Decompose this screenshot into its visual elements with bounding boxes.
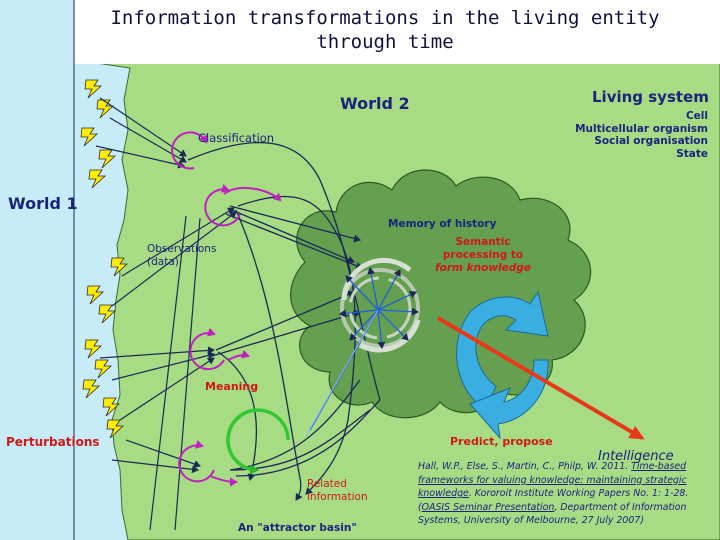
world2-label: World 2 <box>340 94 410 113</box>
page-title: Information transformations in the livin… <box>90 6 680 54</box>
classification-label: Classification <box>198 131 275 145</box>
reference-link-seminar[interactable]: OASIS Seminar Presentation <box>421 501 555 513</box>
semantic-line-3: form knowledge <box>435 262 531 274</box>
world1-label: World 1 <box>8 194 78 213</box>
semantic-line-2: processing to <box>442 249 524 261</box>
level-cell: Cell <box>685 110 708 122</box>
level-social: Social organisation <box>594 135 708 147</box>
observations-line-2: (data) <box>147 256 179 268</box>
reference-part-1: Hall, W.P., Else, S., Martin, C., Philp,… <box>418 461 632 472</box>
attractor-loop <box>226 408 290 475</box>
reference-citation: Hall, W.P., Else, S., Martin, C., Philp,… <box>418 460 718 528</box>
memory-label: Memory of history <box>388 218 497 230</box>
related-information-label: Related information <box>307 478 368 504</box>
meaning-label: Meaning <box>205 380 259 393</box>
semantic-wheel <box>305 257 421 437</box>
memory-cloud <box>290 169 592 419</box>
reference-part-2: . Kororoit Institute Working Papers No. … <box>418 488 689 513</box>
reference-part-3: , Department of Information Systems, Uni… <box>418 501 687 527</box>
living-system-label: Living system <box>592 88 709 106</box>
level-state: State <box>676 147 708 160</box>
reference-link-paper[interactable]: Time-based frameworks for valuing knowle… <box>418 461 687 500</box>
intelligence-arrow <box>436 316 645 440</box>
perception-arrows <box>95 97 237 531</box>
observations-line-1: Observations <box>147 243 217 255</box>
related-line-2: information <box>307 491 368 503</box>
predict-label: Predict, propose <box>450 435 553 448</box>
semantic-line-1: Semantic <box>455 236 511 248</box>
observations-label: Observations (data) <box>147 243 216 269</box>
observation-loops <box>171 131 282 487</box>
title-banner <box>74 0 720 64</box>
living-system-levels: Cell Multicellular organism Social organ… <box>560 110 708 160</box>
title-line-1: Information transformations in the livin… <box>110 7 660 29</box>
attractor-basin-label: An "attractor basin" <box>238 522 357 534</box>
semantic-label: Semantic processing to form knowledge <box>428 236 538 275</box>
time-flow-curves <box>187 141 381 501</box>
intelligence-label: Intelligence <box>598 449 674 464</box>
title-line-2: through time <box>316 31 454 53</box>
level-multicellular: Multicellular organism <box>575 122 708 135</box>
related-line-1: Related <box>307 478 347 490</box>
predict-cycle <box>456 290 549 440</box>
perturbations-label: Perturbations <box>6 435 100 449</box>
